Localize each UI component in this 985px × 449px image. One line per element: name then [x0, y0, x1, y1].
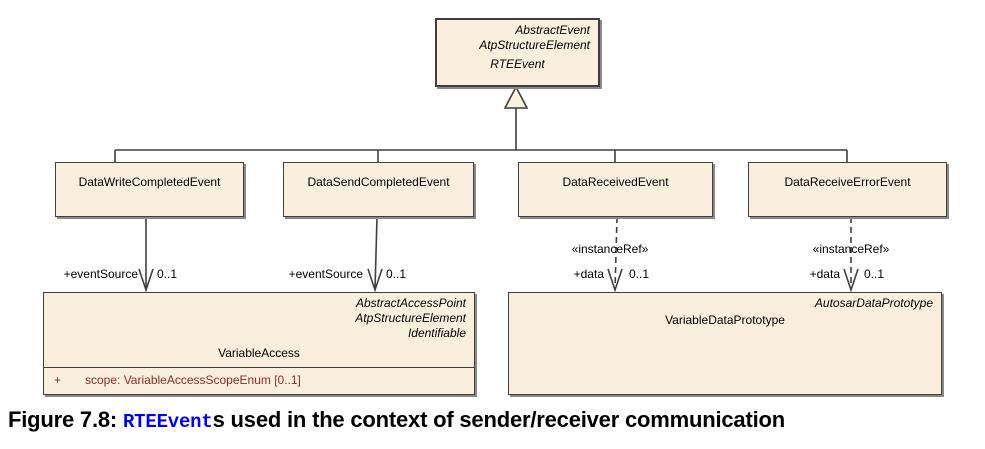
parent-class-list: AutosarDataPrototype [509, 293, 941, 311]
caption-suffix: s used in the context of sender/receiver… [212, 407, 786, 432]
class-name: DataReceiveErrorEvent [784, 175, 911, 189]
class-box-data-receive-error-event: DataReceiveErrorEvent [748, 162, 947, 217]
class-name: DataWriteCompletedEvent [78, 175, 221, 189]
parent-class-list: AbstractAccessPoint AtpStructureElement … [44, 293, 474, 341]
association-multiplicity-label: 0..1 [386, 267, 407, 281]
stereotype-label: «instanceRef» [812, 242, 890, 256]
class-box-data-write-completed-event: DataWriteCompletedEvent [55, 162, 244, 217]
association-multiplicity-label: 0..1 [629, 267, 650, 281]
class-name: VariableDataPrototype [665, 313, 785, 327]
class-name: VariableAccess [218, 346, 300, 360]
parent-class-name: Identifiable [407, 326, 466, 340]
association-role-label: +data [573, 267, 604, 281]
association-multiplicity-label: 0..1 [864, 267, 885, 281]
class-name: DataSendCompletedEvent [307, 175, 450, 189]
generalization-tree-connector [114, 108, 848, 162]
attribute-visibility: + [54, 373, 62, 387]
parent-class-list: AbstractEvent AtpStructureElement [437, 20, 598, 53]
caption-code-rteevent: RTEEvent [122, 411, 213, 433]
class-box-data-received-event: DataReceivedEvent [518, 162, 713, 217]
class-box-rteevent: AbstractEvent AtpStructureElement RTEEve… [435, 18, 600, 87]
parent-class-name: AbstractAccessPoint [355, 296, 466, 310]
parent-class-name: AutosarDataPrototype [814, 296, 933, 310]
attribute-compartment: + scope: VariableAccessScopeEnum [0..1] [44, 367, 474, 394]
parent-class-name: AtpStructureElement [479, 38, 590, 52]
association-role-label: +data [809, 267, 840, 281]
class-name: RTEEvent [490, 57, 545, 71]
class-box-data-send-completed-event: DataSendCompletedEvent [283, 162, 474, 217]
association-role-label: +eventSource [63, 267, 138, 281]
event-source-arrow-2 [367, 216, 383, 293]
figure-caption: Figure 7.8: RTEEvents used in the contex… [8, 407, 983, 433]
generalization-triangle-arrowhead [503, 85, 529, 109]
class-name: DataReceivedEvent [562, 175, 669, 189]
parent-class-name: AbstractEvent [515, 23, 590, 37]
association-role-label: +eventSource [288, 267, 363, 281]
event-source-arrow-1 [138, 217, 154, 293]
association-multiplicity-label: 0..1 [157, 267, 178, 281]
attribute-text: scope: VariableAccessScopeEnum [0..1] [85, 373, 301, 387]
class-box-variable-data-prototype: AutosarDataPrototype VariableDataPrototy… [508, 292, 942, 395]
caption-prefix: Figure 7.8: [8, 407, 123, 432]
parent-class-name: AtpStructureElement [355, 311, 466, 325]
class-box-variable-access: AbstractAccessPoint AtpStructureElement … [43, 292, 475, 395]
stereotype-label: «instanceRef» [571, 242, 649, 256]
